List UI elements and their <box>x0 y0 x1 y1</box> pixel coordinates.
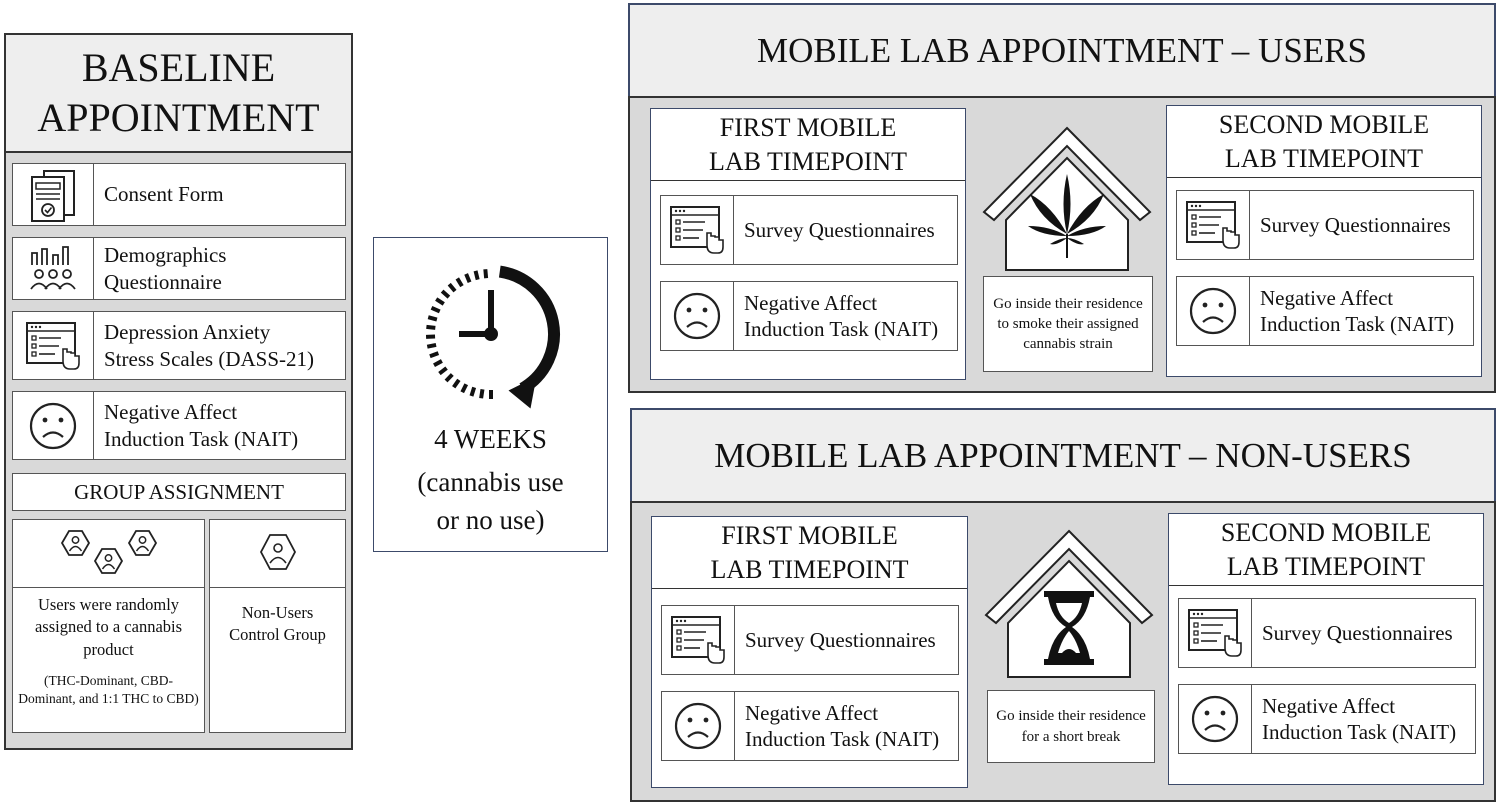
users-first-title: FIRST MOBILE LAB TIMEPOINT <box>651 109 965 181</box>
consent-form-label: Consent Form <box>104 182 224 207</box>
nonusers-second-survey-row: Survey Questionnaires <box>1178 598 1476 668</box>
clock-tick <box>460 383 469 394</box>
dass-label: Depression Anxiety Stress Scales (DASS-2… <box>104 320 314 371</box>
nonusers-first-nait-row: Negative Affect Induction Task (NAIT) <box>661 691 959 761</box>
demographics-label: Demographics Questionnaire <box>104 243 227 294</box>
nait-row: Negative Affect Induction Task (NAIT) <box>12 391 346 460</box>
clock-tick <box>433 359 443 368</box>
clock-tick <box>440 289 451 299</box>
clock-tick <box>438 366 448 376</box>
users-second-timepoint: SECOND MOBILE LAB TIMEPOINT Survey Quest… <box>1166 105 1482 377</box>
survey-icon <box>13 312 94 379</box>
clock-tick <box>464 273 472 284</box>
nonusers-first-timepoint: FIRST MOBILE LAB TIMEPOINT Survey Questi… <box>651 516 968 788</box>
users-house-icon <box>980 124 1154 274</box>
nonusers-second-nait-row: Negative Affect Induction Task (NAIT) <box>1178 684 1476 754</box>
group-assignment-header: GROUP ASSIGNMENT <box>12 473 346 511</box>
clock-tick <box>455 277 464 288</box>
clock-tick <box>426 342 437 349</box>
hourglass-icon <box>1044 591 1094 665</box>
interval-weeks: 4 WEEKS <box>434 424 547 454</box>
nonusers-first-title: FIRST MOBILE LAB TIMEPOINT <box>652 517 967 589</box>
users-second-nait-row: Negative Affect Induction Task (NAIT) <box>1176 276 1474 346</box>
baseline-title: BASELINE APPOINTMENT <box>4 33 353 153</box>
survey-icon <box>1177 191 1250 259</box>
consent-form-icon <box>13 164 94 225</box>
clock-tick <box>429 351 440 359</box>
users-first-survey-label: Survey Questionnaires <box>744 217 935 242</box>
clock-tick <box>479 389 485 399</box>
survey-icon <box>1179 599 1252 667</box>
sad-face-icon <box>662 692 735 760</box>
interval-detail: (cannabis use or no use) <box>417 467 564 535</box>
users-first-nait-label: Negative Affect Induction Task (NAIT) <box>744 290 939 341</box>
nonusers-group-text: Non-Users Control Group <box>229 603 326 645</box>
clock-arc <box>498 265 560 394</box>
users-second-title: SECOND MOBILE LAB TIMEPOINT <box>1167 106 1481 178</box>
sad-face-icon <box>1179 685 1252 753</box>
sad-face-icon <box>1177 277 1250 345</box>
clock-tick <box>483 269 489 279</box>
survey-icon <box>661 196 734 264</box>
nonusers-house-text: Go inside their residence for a short br… <box>987 690 1155 763</box>
clock-tick <box>473 270 480 281</box>
nonusers-house-icon <box>982 527 1156 682</box>
survey-icon <box>662 606 735 674</box>
nait-label: Negative Affect Induction Task (NAIT) <box>104 400 299 451</box>
nonusers-second-title: SECOND MOBILE LAB TIMEPOINT <box>1169 514 1483 586</box>
users-group-text: Users were randomly assigned to a cannab… <box>34 595 183 659</box>
users-panel: MOBILE LAB APPOINTMENT – USERS FIRST MOB… <box>628 3 1496 393</box>
nonusers-second-survey-label: Survey Questionnaires <box>1262 620 1453 645</box>
users-second-survey-label: Survey Questionnaires <box>1260 212 1451 237</box>
clock-tick <box>426 324 436 330</box>
users-panel-body: FIRST MOBILE LAB TIMEPOINT Survey Questi… <box>628 96 1496 393</box>
users-group-box: Users were randomly assigned to a cannab… <box>12 519 205 733</box>
clock-tick <box>447 282 457 293</box>
users-second-nait-label: Negative Affect Induction Task (NAIT) <box>1260 285 1455 336</box>
nonusers-panel: MOBILE LAB APPOINTMENT – NON-USERS FIRST… <box>630 408 1496 802</box>
clock-tick <box>435 297 445 306</box>
dass-row: Depression Anxiety Stress Scales (DASS-2… <box>12 311 346 380</box>
clock-tick <box>430 305 441 314</box>
baseline-panel: BASELINE APPOINTMENT Consent Form <box>4 33 353 750</box>
users-house-text: Go inside their residence to smoke their… <box>983 276 1153 372</box>
sad-face-icon <box>13 392 94 459</box>
clock-icon <box>414 254 569 409</box>
demographics-row: Demographics Questionnaire <box>12 237 346 300</box>
nonusers-first-nait-label: Negative Affect Induction Task (NAIT) <box>745 700 940 751</box>
clock-arrowhead <box>508 376 537 409</box>
clock-tick <box>427 315 438 322</box>
users-first-survey-row: Survey Questionnaires <box>660 195 958 265</box>
consent-form-row: Consent Form <box>12 163 346 226</box>
cannabis-leaf-icon <box>1028 174 1106 258</box>
clock-center <box>484 327 498 341</box>
clock-tick <box>452 378 461 389</box>
clock-tick <box>469 386 477 397</box>
nonusers-group-icon <box>210 520 345 588</box>
nonusers-panel-title: MOBILE LAB APPOINTMENT – NON-USERS <box>630 408 1496 503</box>
nonusers-second-timepoint: SECOND MOBILE LAB TIMEPOINT Survey Quest… <box>1168 513 1484 785</box>
nonusers-group-box: Non-Users Control Group <box>209 519 346 733</box>
nonusers-panel-body: FIRST MOBILE LAB TIMEPOINT Survey Questi… <box>630 501 1496 802</box>
demographics-icon <box>13 238 94 299</box>
users-group-subtext: (THC-Dominant, CBD-Dominant, and 1:1 THC… <box>18 673 199 707</box>
users-first-nait-row: Negative Affect Induction Task (NAIT) <box>660 281 958 351</box>
interval-box: 4 WEEKS (cannabis use or no use) <box>373 237 608 552</box>
users-group-icon <box>13 520 204 588</box>
nonusers-first-survey-label: Survey Questionnaires <box>745 627 936 652</box>
nonusers-first-survey-row: Survey Questionnaires <box>661 605 959 675</box>
users-panel-title: MOBILE LAB APPOINTMENT – USERS <box>628 3 1496 98</box>
users-first-timepoint: FIRST MOBILE LAB TIMEPOINT Survey Questi… <box>650 108 966 380</box>
clock-tick <box>444 373 454 383</box>
users-second-survey-row: Survey Questionnaires <box>1176 190 1474 260</box>
sad-face-icon <box>661 282 734 350</box>
nonusers-second-nait-label: Negative Affect Induction Task (NAIT) <box>1262 693 1457 744</box>
